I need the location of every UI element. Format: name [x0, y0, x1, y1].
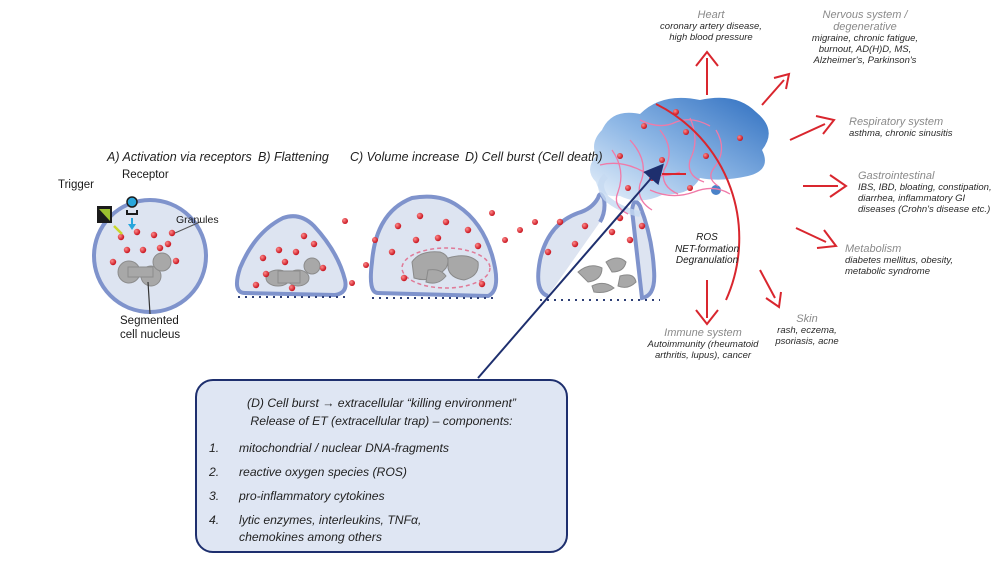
item-4-num: 4. — [209, 513, 220, 527]
organ-nervous-name2: degenerative — [833, 21, 897, 33]
stage-label-a: A) Activation via receptors — [107, 150, 252, 164]
item-1-text: mitochondrial / nuclear DNA-fragments — [239, 441, 449, 455]
organ-nervous: Nervous system / degenerative migraine, … — [790, 9, 940, 66]
arrow-heart — [695, 50, 719, 95]
item-2-text: reactive oxygen species (ROS) — [239, 465, 407, 479]
organ-heart-d1: coronary artery disease, — [660, 21, 762, 32]
organ-metabolism-d2: metabolic syndrome — [845, 266, 931, 277]
organ-gastro-d1: IBS, IBD, bloating, constipation, — [858, 182, 992, 193]
organ-skin-d2: psoriasis, acne — [775, 336, 839, 347]
segmented-nucleus-a — [117, 252, 172, 287]
center-ros: ROS — [696, 232, 718, 243]
granules-a — [109, 228, 180, 266]
granules-c — [388, 212, 486, 288]
item-4-text-line1: lytic enzymes, interleukins, TNFα, — [239, 513, 422, 527]
infobox-pointer — [477, 163, 664, 379]
granules-pointer — [174, 221, 201, 234]
item-2-num: 2. — [209, 465, 220, 479]
item-3-num: 3. — [209, 489, 220, 503]
center-net: NET-formation — [674, 243, 740, 255]
organ-metabolism: Metabolism diabetes mellitus, obesity, m… — [845, 243, 953, 277]
stage-label-c: C) Volume increase — [350, 150, 460, 164]
arrow-metabolism — [795, 227, 838, 249]
organ-hub — [655, 50, 848, 326]
infobox-title-1: (D) Cell burst → extracellular “killing … — [247, 396, 516, 410]
extracellular-trap-cloud — [590, 97, 769, 217]
organ-metabolism-d1: diabetes mellitus, obesity, — [845, 255, 954, 266]
organ-heart: Heart coronary artery disease, high bloo… — [636, 9, 786, 43]
organ-gastro-d3: diseases (Crohn's disease etc.) — [858, 204, 991, 215]
ros-dots — [617, 109, 743, 191]
item-4-text-line2: chemokines among others — [239, 530, 382, 544]
trigger-arrow — [113, 225, 123, 235]
nucleus-pointer — [147, 281, 151, 315]
trigger-label: Trigger — [58, 179, 94, 191]
arrow-nervous — [761, 72, 791, 106]
organ-gastro: Gastrointestinal IBS, IBD, bloating, con… — [858, 170, 992, 215]
granules-label: Granules — [176, 214, 219, 226]
organ-nervous-d1: migraine, chronic fatigue, — [811, 33, 919, 44]
organ-respiratory-name: Respiratory system — [849, 116, 944, 128]
organ-skin: Skin rash, eczema, psoriasis, acne — [762, 313, 852, 347]
trigger-icon — [97, 206, 112, 223]
organ-nervous-name1: Nervous system / — [822, 9, 908, 21]
nucleus-fragments-d — [577, 257, 637, 293]
arrow-gastro — [803, 174, 848, 198]
organ-heart-name: Heart — [697, 9, 725, 21]
cell-d-membrane — [536, 192, 657, 301]
nucleus-fragments-c — [411, 251, 479, 284]
cell-a — [92, 196, 208, 315]
organ-gastro-name: Gastrointestinal — [858, 170, 935, 182]
organ-skin-name: Skin — [796, 313, 818, 325]
arrow-respiratory — [789, 115, 836, 141]
stage-label-b: B) Flattening — [258, 150, 329, 164]
item-3-text: pro-inflammatory cytokines — [239, 489, 385, 503]
receptor-label: Receptor — [122, 169, 169, 181]
center-label: ROS NET-formation Degranulation — [658, 232, 756, 267]
cell-d — [536, 192, 660, 301]
nuclear-envelope-c — [401, 247, 491, 289]
organ-metabolism-name: Metabolism — [845, 243, 902, 255]
arrow-skin — [759, 269, 782, 309]
receptor-icon — [126, 196, 138, 230]
et-components-box: (D) Cell burst → extracellular “killing … — [195, 379, 568, 553]
infobox-title-2: Release of ET (extracellular trap) – com… — [250, 414, 513, 428]
organ-immune-d2: arthritis, lupus), cancer — [654, 350, 752, 361]
cell-c — [363, 194, 538, 299]
organ-respiratory: Respiratory system asthma, chronic sinus… — [849, 116, 952, 139]
organ-immune-d1: Autoimmunity (rheumatoid — [647, 339, 759, 350]
dna-fibers — [599, 117, 731, 215]
stage-label-d: D) Cell burst (Cell death) — [465, 150, 603, 164]
organ-heart-d2: high blood pressure — [669, 32, 753, 43]
organ-immune: Immune system Autoimmunity (rheumatoid a… — [628, 327, 778, 361]
organ-nervous-d2: burnout, AD(H)D, MS, — [818, 44, 912, 55]
granules-b — [252, 232, 327, 292]
arrow-immune — [695, 280, 719, 326]
organ-nervous-d3: Alzheimer's, Parkinson's — [813, 55, 917, 66]
cell-b — [234, 214, 355, 298]
organ-skin-d1: rash, eczema, — [777, 325, 837, 336]
nucleus-label-line1: Segmented — [120, 315, 179, 327]
organ-immune-name: Immune system — [664, 327, 742, 339]
nucleus-label-line2: cell nucleus — [120, 329, 181, 341]
hub-arc — [655, 103, 741, 301]
center-degranulation: Degranulation — [675, 255, 739, 266]
organ-gastro-d2: diarrhea, inflammatory GI — [858, 193, 966, 204]
segmented-nucleus-b — [265, 257, 321, 287]
organ-respiratory-d1: asthma, chronic sinusitis — [849, 128, 953, 139]
item-1-num: 1. — [209, 441, 220, 455]
